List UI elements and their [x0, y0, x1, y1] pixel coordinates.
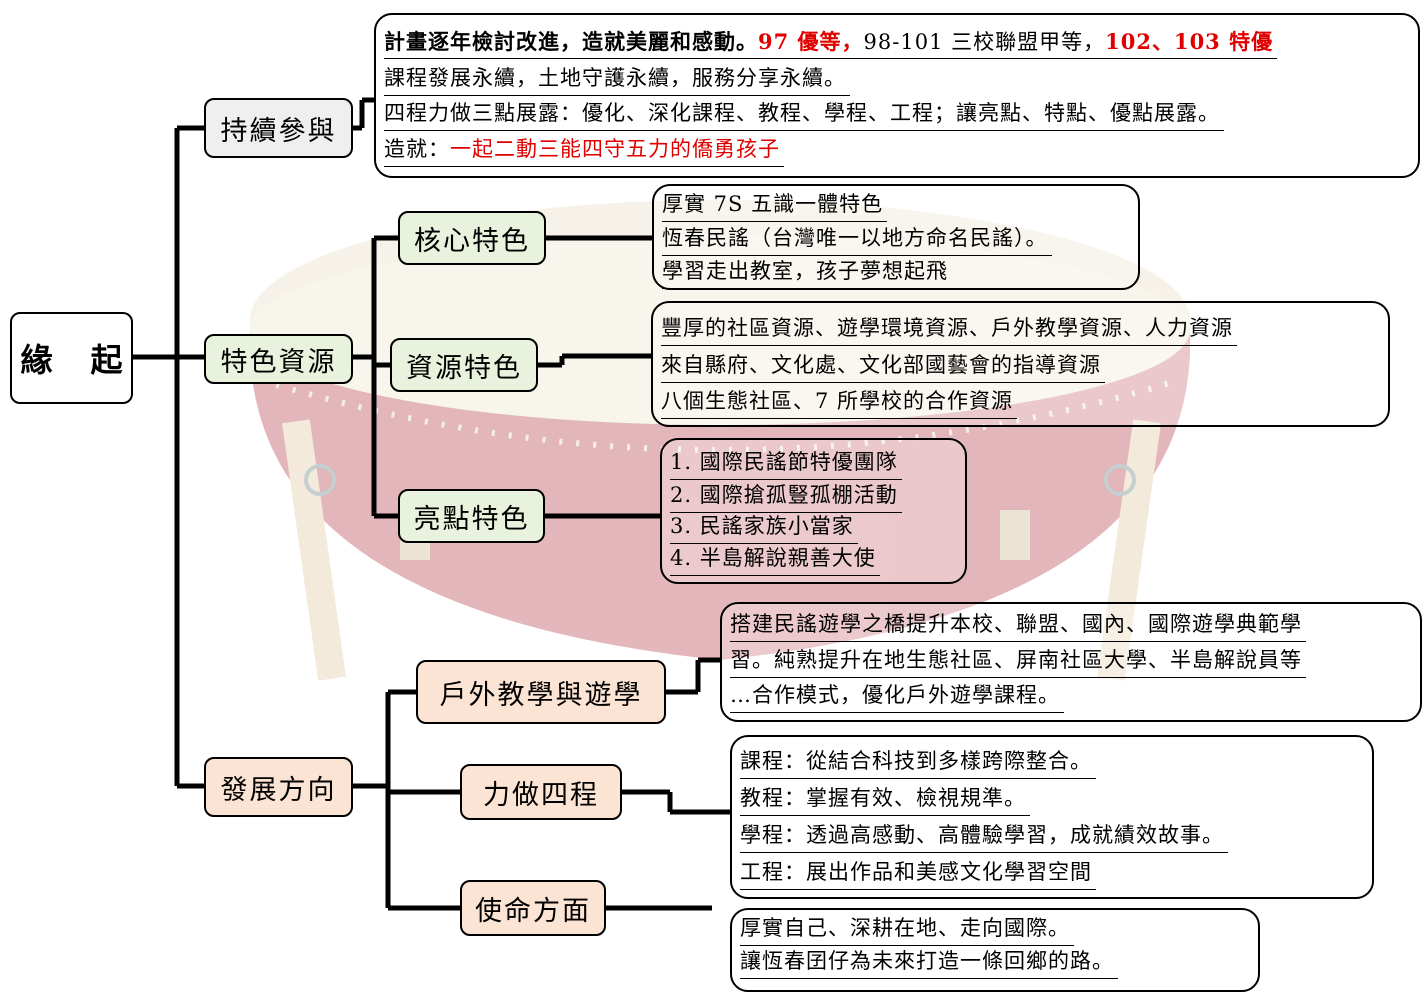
- mission-line: 厚實自己、深耕在地、走向國際。: [740, 914, 1074, 946]
- direction-node: 發展方向: [204, 757, 353, 817]
- core-line: 學習走出教室，孩子夢想起飛: [662, 257, 952, 289]
- outdoor-details: 搭建民謠遊學之橋提升本校、聯盟、國內、國際遊學典範學 習。純熟提升在地生態社區、…: [720, 602, 1422, 722]
- root-node: 緣起: [10, 312, 133, 404]
- core-line: 恆春民謠（台灣唯一以地方命名民謠）。: [662, 224, 1052, 256]
- resource-node: 資源特色: [390, 338, 538, 392]
- highlight-details: 1. 國際民謠節特優團隊 2. 國際搶孤豎孤棚活動 3. 民謠家族小當家 4. …: [660, 438, 967, 584]
- resource-details: 豐厚的社區資源、遊學環境資源、戶外教學資源、人力資源 來自縣府、文化處、文化部國…: [651, 301, 1390, 427]
- resource-line: 八個生態社區、7 所學校的合作資源: [661, 387, 1018, 419]
- four-line: 學程：透過高感動、高體驗學習，成就績效故事。: [740, 821, 1228, 853]
- highlight-line: 2. 國際搶孤豎孤棚活動: [670, 481, 902, 513]
- sustain-line-3: 四程力做三點展露：優化、深化課程、教程、學程、工程；讓亮點、特點、優點展露。: [384, 99, 1224, 131]
- outdoor-line: 搭建民謠遊學之橋提升本校、聯盟、國內、國際遊學典範學: [730, 610, 1306, 642]
- outdoor-node: 戶外教學與遊學: [416, 660, 666, 724]
- root-label-first: 緣: [20, 341, 53, 379]
- highlight-line: 3. 民謠家族小當家: [670, 512, 858, 544]
- core-line: 厚實 7S 五識一體特色: [662, 190, 888, 222]
- four-line: 工程：展出作品和美感文化學習空間: [740, 858, 1096, 890]
- core-details: 厚實 7S 五識一體特色 恆春民謠（台灣唯一以地方命名民謠）。 學習走出教室，孩…: [652, 184, 1140, 290]
- mission-node: 使命方面: [460, 880, 606, 936]
- sustain-node: 持續參與: [204, 98, 353, 158]
- features-node: 特色資源: [204, 334, 353, 384]
- four-line: 教程：掌握有效、檢視規準。: [740, 784, 1030, 816]
- core-node: 核心特色: [398, 211, 546, 265]
- highlight-line: 1. 國際民謠節特優團隊: [670, 448, 902, 480]
- sustain-line-2: 課程發展永續，土地守護永續，服務分享永續。: [384, 64, 850, 96]
- outdoor-line: …合作模式，優化戶外遊學課程。: [730, 681, 1064, 713]
- mission-details: 厚實自己、深耕在地、走向國際。 讓恆春囝仔為未來打造一條回鄉的路。: [730, 908, 1260, 992]
- mission-line: 讓恆春囝仔為未來打造一條回鄉的路。: [740, 947, 1118, 979]
- four-details: 課程：從結合科技到多樣跨際整合。 教程：掌握有效、檢視規準。 學程：透過高感動、…: [730, 735, 1374, 899]
- sustain-line-4: 造就：一起二動三能四守五力的僑勇孩子: [384, 135, 784, 167]
- sustain-line-1: 計畫逐年檢討改進，造就美麗和感動。97 優等，98-101 三校聯盟甲等，102…: [384, 27, 1278, 59]
- outdoor-line: 習。純熟提升在地生態社區、屏南社區大學、半島解說員等: [730, 646, 1306, 678]
- highlight-node: 亮點特色: [398, 489, 545, 543]
- resource-line: 豐厚的社區資源、遊學環境資源、戶外教學資源、人力資源: [661, 314, 1237, 346]
- highlight-line: 4. 半島解說親善大使: [670, 544, 880, 576]
- sustain-details: 計畫逐年檢討改進，造就美麗和感動。97 優等，98-101 三校聯盟甲等，102…: [374, 13, 1420, 178]
- four-node: 力做四程: [460, 764, 622, 820]
- resource-line: 來自縣府、文化處、文化部國藝會的指導資源: [661, 351, 1105, 383]
- four-line: 課程：從結合科技到多樣跨際整合。: [740, 747, 1096, 779]
- root-label-second: 起: [90, 341, 123, 379]
